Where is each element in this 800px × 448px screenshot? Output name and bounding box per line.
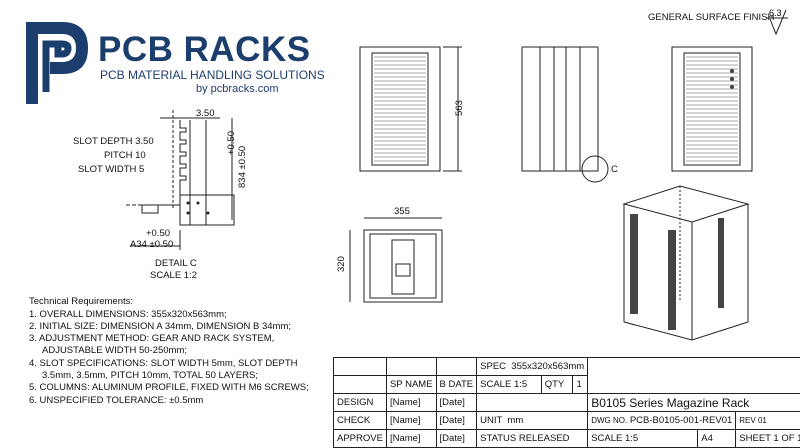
scale-label: SCALE <box>480 379 512 390</box>
detail-tol-low-a: +0.50 <box>146 228 171 239</box>
sp-name-header: SP NAME <box>385 375 437 394</box>
requirement-item: 6. UNSPECIFIED TOLERANCE: ±0.5mm <box>29 395 204 406</box>
qty-value: 1 <box>572 375 589 394</box>
requirement-item: 3.5mm, 3.5mm, PITCH 10mm, TOTAL 50 LAYER… <box>42 370 258 381</box>
qty-label: QTY <box>540 375 574 394</box>
check-date: [Date] <box>435 411 478 430</box>
logo-tagline: PCB MATERIAL HANDLING SOLUTIONS <box>100 68 325 82</box>
approve-date: [Date] <box>435 429 478 448</box>
b-date-header: B DATE <box>435 375 478 394</box>
title-block: SPEC 355x320x563mm SP NAME B DATE SCALE … <box>333 357 800 448</box>
requirement-item: 4. SLOT SPECIFICATIONS: SLOT WIDTH 5mm, … <box>29 358 298 369</box>
status-label: STATUS <box>480 433 517 444</box>
paper-size: A4 <box>697 429 737 448</box>
side-view <box>521 46 609 183</box>
isometric-view <box>622 185 750 341</box>
unit-value: mm <box>507 415 524 426</box>
detail-slot-depth: SLOT DEPTH 3.50 <box>73 136 154 147</box>
approve-label: APPROVE <box>333 429 387 448</box>
surface-finish-symbol: 6.3 <box>766 8 788 36</box>
design-label: DESIGN <box>333 393 387 412</box>
surface-finish-label: GENERAL SURFACE FINISH <box>648 12 775 23</box>
check-name: [Name] <box>385 411 437 430</box>
detail-slot-width: SLOT WIDTH 5 <box>78 164 145 175</box>
front-view <box>359 46 462 172</box>
logo-icon <box>26 22 88 104</box>
requirement-item: 5. COLUMNS: ALUMINUM PROFILE, FIXED WITH… <box>29 382 309 393</box>
dim-depth: 320 <box>336 256 347 272</box>
scale-value: 1:5 <box>513 379 528 390</box>
check-label: CHECK <box>333 411 387 430</box>
dwg-no-value: PCB-B0105-001-REV01 <box>629 415 733 426</box>
drawing-title: B0105 Series Magazine Rack <box>587 393 800 412</box>
dim-height: 563 <box>454 100 465 116</box>
logo-name: PCB RACKS <box>98 30 311 69</box>
requirements-title: Technical Requirements: <box>29 296 134 307</box>
callout-c: C <box>611 164 618 175</box>
detail-tol-low-b: A34 ±0.50 <box>130 239 174 250</box>
requirement-item: 3. ADJUSTMENT METHOD: GEAR AND RACK SYST… <box>29 333 275 344</box>
detail-scale: SCALE 1:2 <box>150 270 197 281</box>
detail-tol-b: 834 ±0.50 <box>237 145 248 188</box>
dim-width: 355 <box>394 206 410 217</box>
right-view <box>671 46 753 172</box>
bottom-scale: SCALE 1:5 <box>587 429 699 448</box>
detail-dim-top: 3.50 <box>196 108 215 119</box>
requirement-item: ADJUSTABLE WIDTH 50-250mm; <box>42 345 187 356</box>
sheet-info: SHEET 1 OF 1 <box>735 429 800 448</box>
rev-label: REV <box>739 416 756 425</box>
unit-label: UNIT <box>480 415 503 426</box>
spec-label: SPEC <box>480 361 507 372</box>
spec-value: 355x320x563mm <box>511 361 585 372</box>
surface-finish-value: 6.3 <box>769 8 782 18</box>
dwg-no-label: DWG NO. <box>591 416 628 425</box>
detail-c-drawing <box>126 110 235 250</box>
detail-title: DETAIL C <box>155 258 197 269</box>
status-value: RELEASED <box>518 433 570 444</box>
requirement-item: 1. OVERALL DIMENSIONS: 355x320x563mm; <box>29 309 227 320</box>
top-view <box>349 217 443 303</box>
design-date: [Date] <box>435 393 478 412</box>
detail-tol-a: +0.50 <box>226 130 237 155</box>
rev-value: 01 <box>757 416 767 425</box>
approve-name: [Name] <box>385 429 437 448</box>
design-name: [Name] <box>385 393 437 412</box>
detail-pitch: PITCH 10 <box>104 150 146 161</box>
logo-url: by pcbracks.com <box>196 83 279 95</box>
requirement-item: 2. INITIAL SIZE: DIMENSION A 34mm, DIMEN… <box>29 321 292 332</box>
